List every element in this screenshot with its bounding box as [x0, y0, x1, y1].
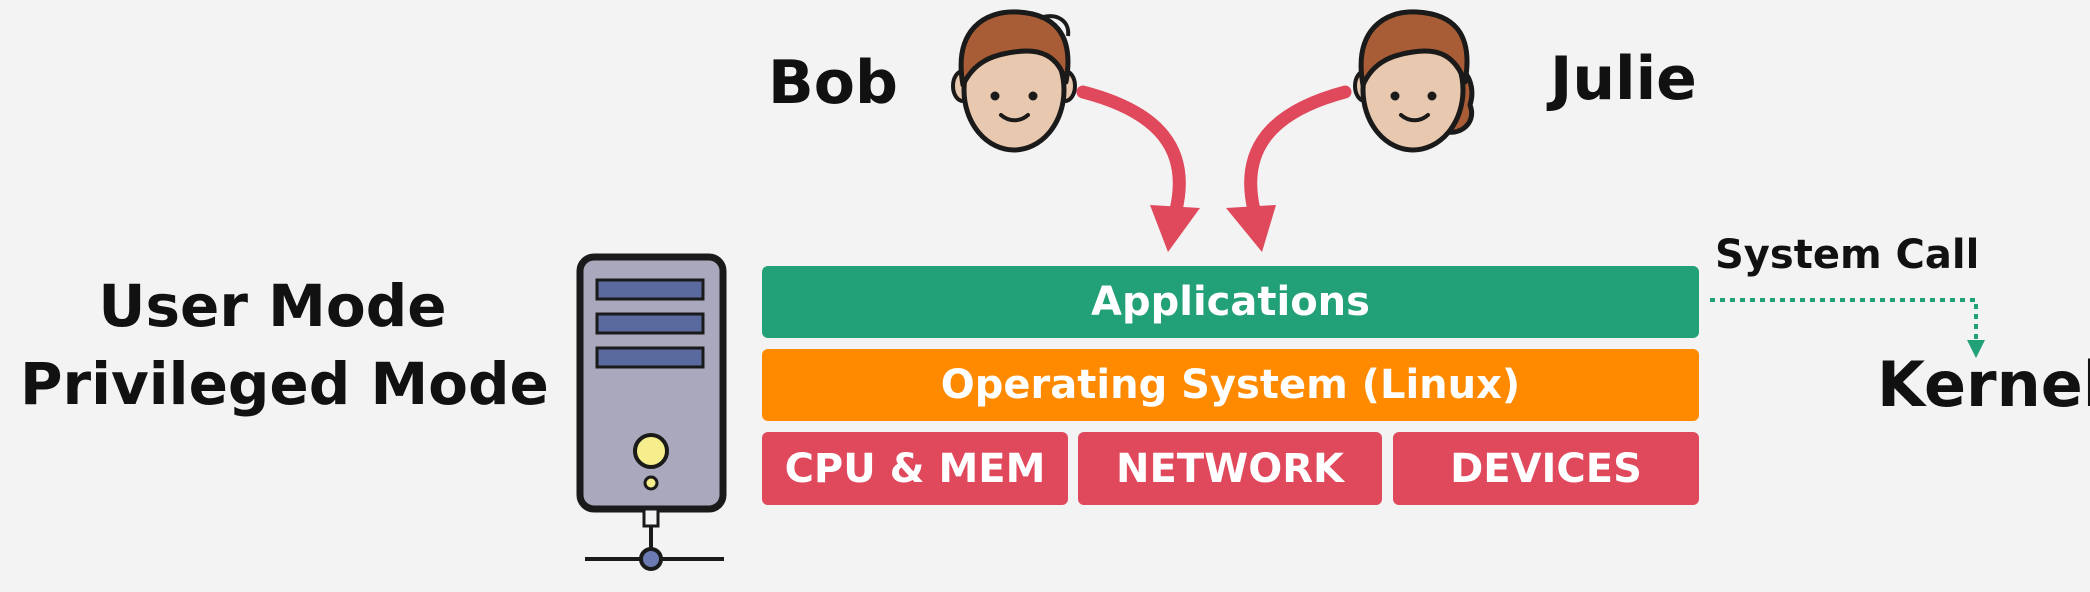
hardware-devices-label: DEVICES — [1450, 445, 1642, 492]
hardware-network-label: NETWORK — [1115, 445, 1344, 492]
operating-system-layer: Operating System (Linux) — [762, 349, 1699, 421]
system-call-arrow — [1710, 298, 1985, 358]
person-bob-icon — [951, 9, 1077, 153]
kernel-label: Kernel — [1877, 348, 2090, 421]
hardware-devices: DEVICES — [1393, 432, 1699, 505]
operating-system-label: Operating System (Linux) — [940, 362, 1521, 408]
hardware-cpu-mem: CPU & MEM — [762, 432, 1068, 505]
julie-name: Julie — [1550, 44, 1697, 114]
bob-name: Bob — [768, 48, 898, 118]
bob-arrow — [1076, 85, 1200, 252]
hardware-cpu-mem-label: CPU & MEM — [784, 445, 1046, 492]
server-tower-icon — [576, 253, 727, 548]
privileged-mode-label: Privileged Mode — [20, 350, 549, 418]
hardware-network: NETWORK — [1078, 432, 1382, 505]
applications-layer: Applications — [762, 266, 1699, 338]
person-julie-icon — [1353, 9, 1475, 153]
network-node-icon — [585, 547, 724, 571]
user-mode-label: User Mode — [98, 272, 447, 340]
applications-label: Applications — [1091, 279, 1370, 325]
julie-arrow — [1226, 85, 1352, 252]
system-call-label: System Call — [1715, 232, 1980, 278]
